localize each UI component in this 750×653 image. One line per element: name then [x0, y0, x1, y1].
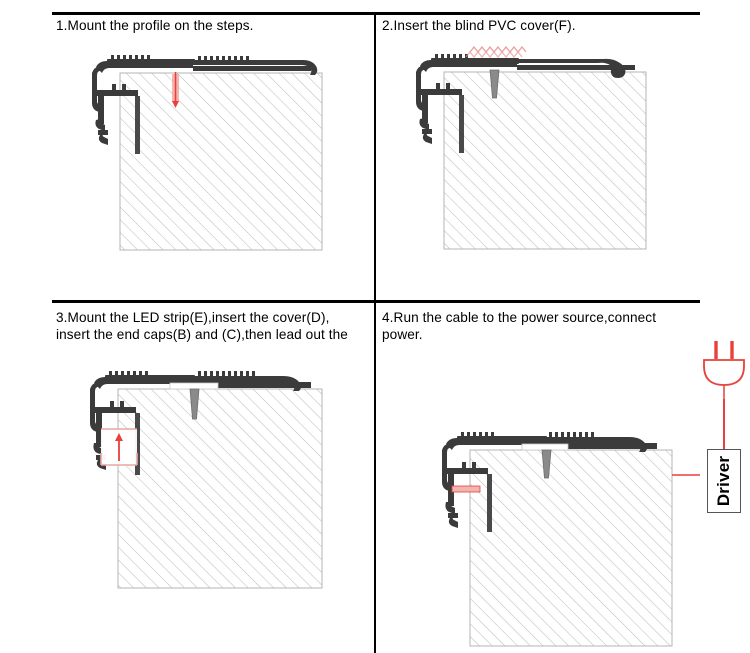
led-strip-marker [451, 485, 481, 493]
led-strip-seat [169, 382, 219, 390]
red-zigzag-pvc-strip [465, 45, 527, 59]
screw-fixing [541, 449, 552, 479]
driver-box: Driver [707, 449, 741, 513]
panel-1-graphic [52, 12, 374, 300]
panel-1-caption: 1.Mount the profile on the steps. [56, 18, 254, 33]
red-down-arrow-fixing [172, 72, 179, 108]
led-strip-seat [521, 443, 569, 451]
installation-diagram-sheet: 1.Mount the profile on the steps. [52, 12, 745, 653]
panel-2-caption: 2.Insert the blind PVC cover(F). [382, 18, 576, 33]
screw-fixing [189, 388, 200, 420]
step-concrete-body [469, 449, 673, 647]
panel-4-graphic [378, 303, 700, 653]
panel-step-2: 2.Insert the blind PVC cover(F). [378, 12, 700, 300]
driver-label: Driver [714, 455, 733, 507]
step-concrete-body [443, 71, 647, 250]
screw-fixing [489, 69, 500, 99]
panel-step-3: 3.Mount the LED strip(E),insert the cove… [52, 303, 374, 653]
panel-2-graphic [378, 12, 700, 300]
plug-to-driver-cable [723, 399, 725, 451]
panel-step-4: 4.Run the cable to the power source,conn… [378, 303, 745, 653]
panel-4-caption: 4.Run the cable to the power source,conn… [382, 310, 657, 342]
frame-middle-rule [52, 300, 700, 303]
panel-3-graphic [52, 303, 374, 653]
frame-top-rule [52, 12, 700, 15]
stair-nosing-profile [92, 55, 318, 154]
power-plug-icon [698, 339, 750, 406]
frame-vertical-rule [374, 12, 376, 653]
stair-nosing-profile [90, 371, 311, 475]
red-up-arrow-insert-cover [100, 428, 138, 466]
step-concrete-body [117, 388, 323, 589]
stair-nosing-profile [442, 432, 657, 532]
panel-step-1: 1.Mount the profile on the steps. [52, 12, 374, 300]
panel-3-caption: 3.Mount the LED strip(E),insert the cove… [56, 310, 348, 342]
step-concrete-body [119, 72, 323, 251]
stair-nosing-profile [416, 54, 635, 153]
